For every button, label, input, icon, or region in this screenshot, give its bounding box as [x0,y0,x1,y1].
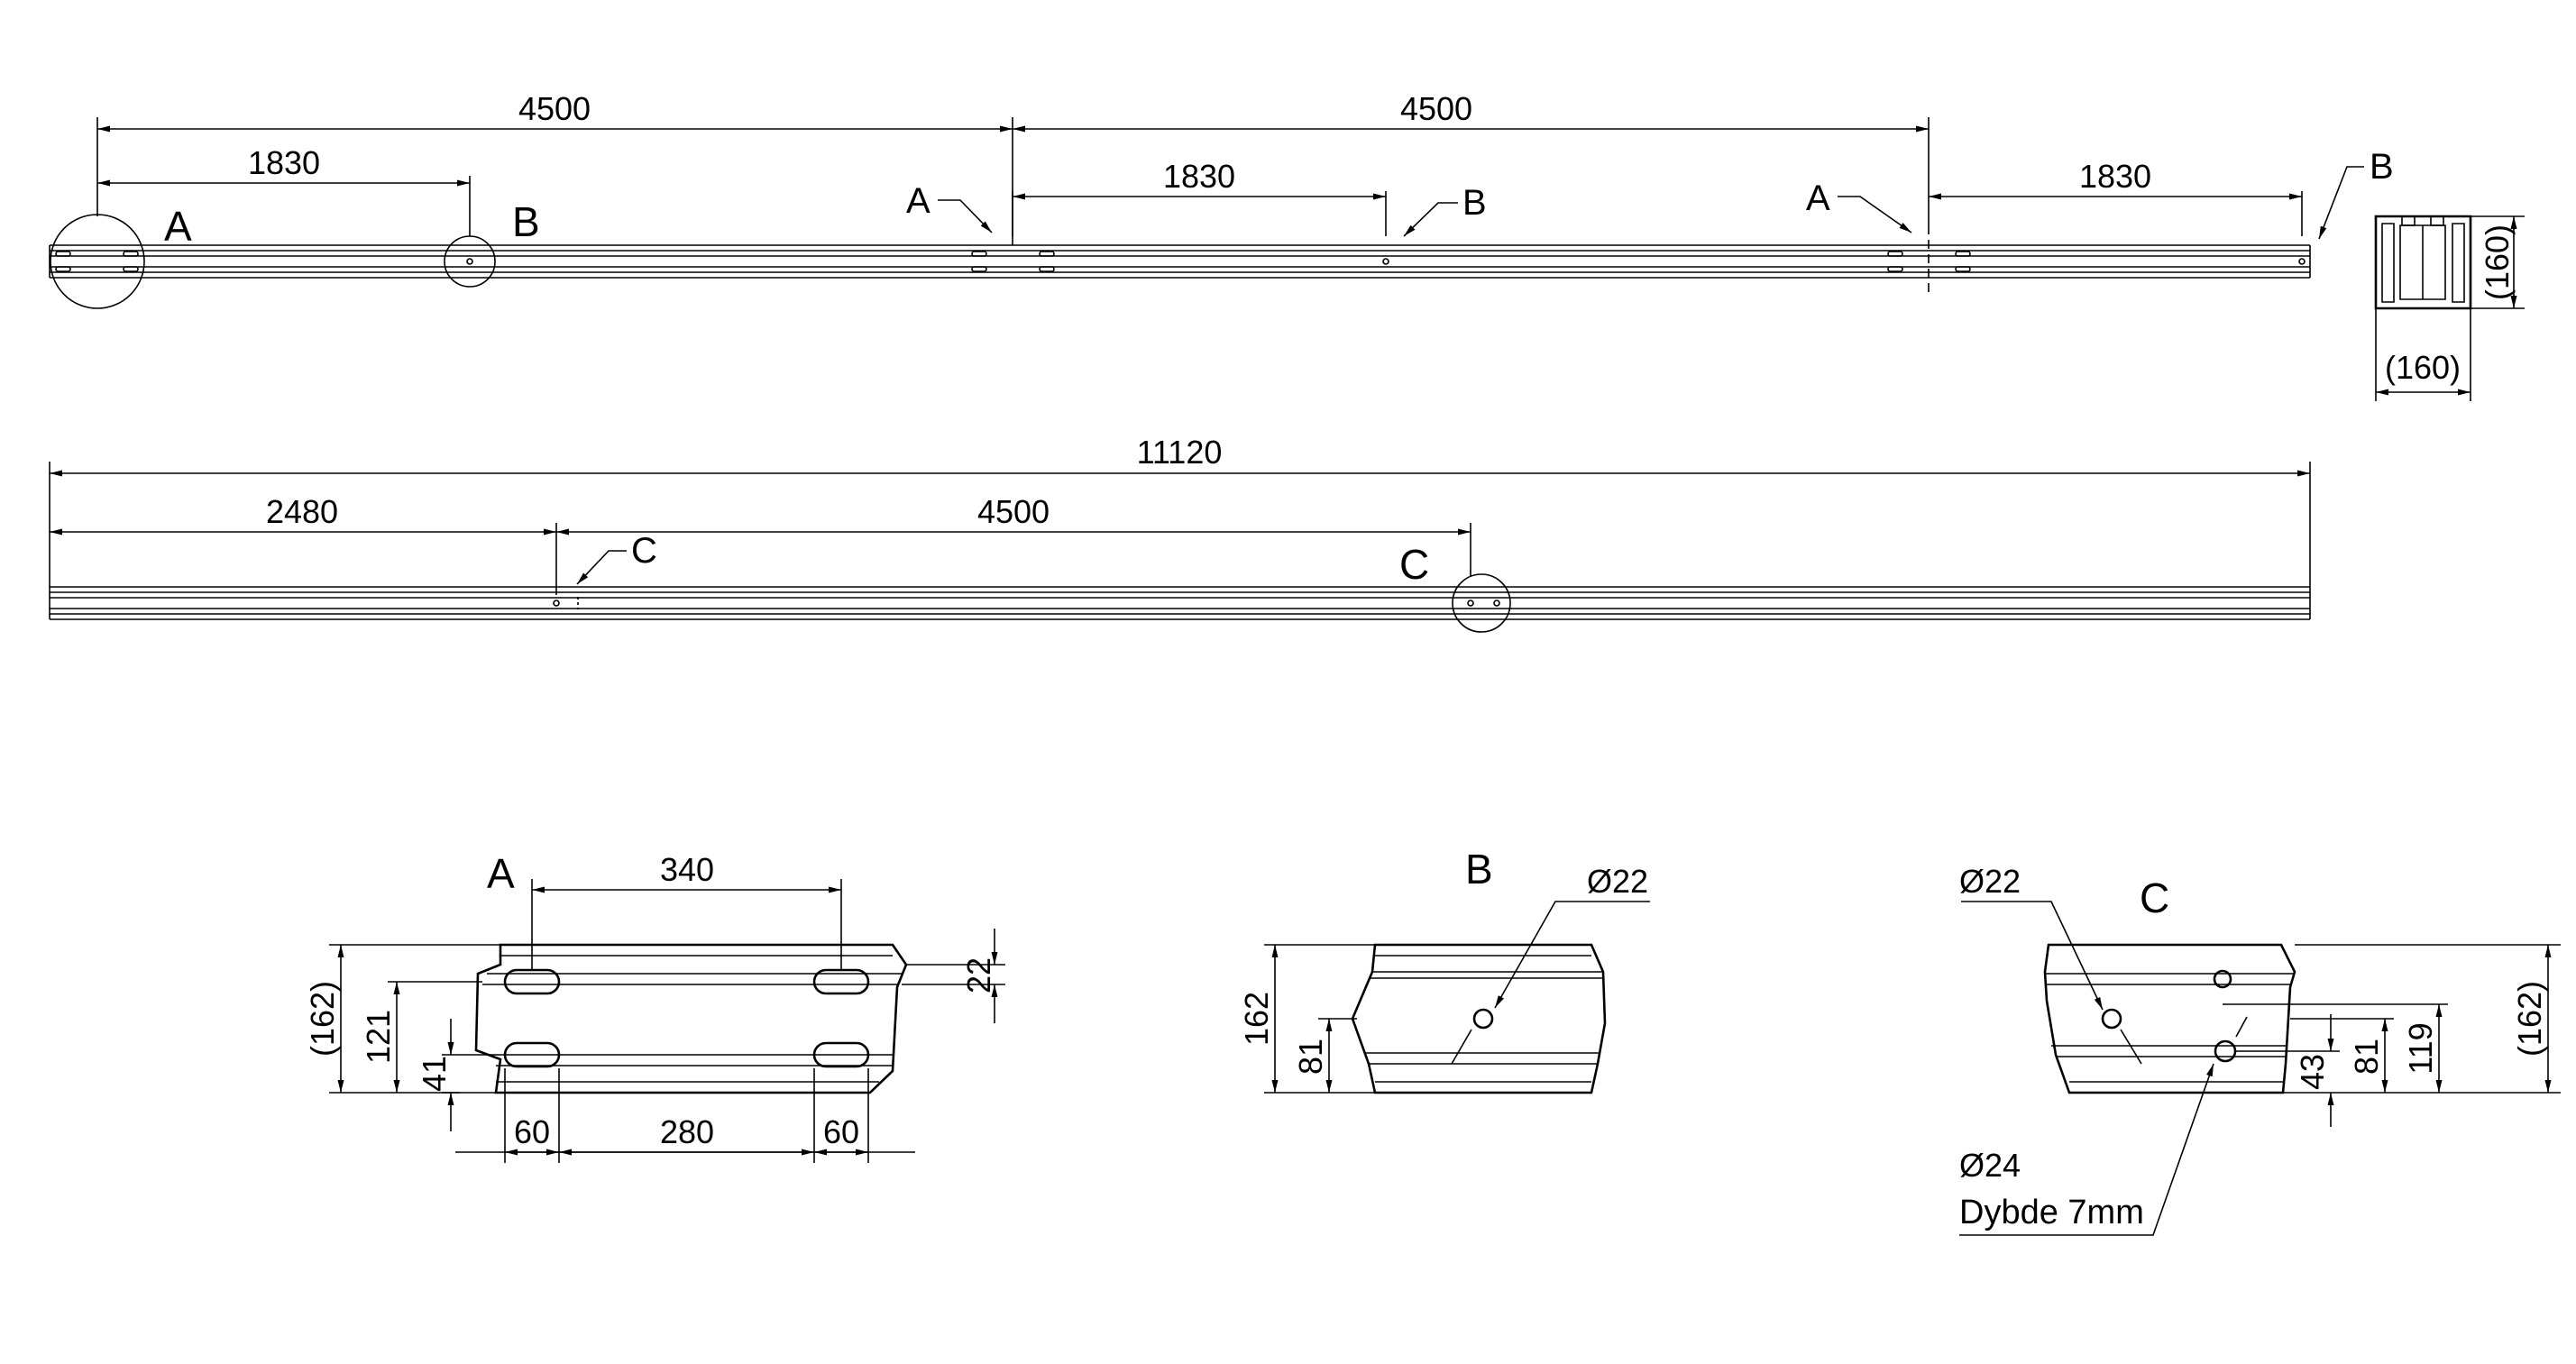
detail-b-diameter: Ø22 [1587,863,1648,900]
detail-a-dim-22: 22 [960,957,997,993]
section-height: (160) [2479,224,2516,300]
top-beam [49,244,2311,279]
detail-c-diameter-22: Ø22 [1959,863,2021,900]
dim-top-1830-left: 1830 [248,144,320,181]
detail-c-label: C [2140,874,2169,921]
detail-c-hole-top [2213,969,2232,989]
bottom-dimension-lines [50,470,2310,536]
callout-b-right: B [2370,147,2394,187]
detail-a-dim-121: 121 [360,1010,397,1064]
detail-a-dim-60-right: 60 [823,1113,859,1150]
detail-circle-b [444,235,496,288]
detail-c-dim-43: 43 [2294,1054,2331,1090]
detail-a-dim-280: 280 [660,1113,714,1150]
detail-a-dim-162: (162) [304,981,341,1057]
top-beam-slots [55,251,2306,272]
detail-a: A 340 22 [304,850,1005,1163]
cross-section: (160) (160) [2374,215,2525,401]
callout-b-left: B [512,198,540,245]
top-dimension-lines [97,125,2302,200]
callout-b-mid: B [1462,183,1487,223]
detail-circle-c [1452,573,1511,633]
detail-c-dim-119: 119 [2402,1022,2439,1074]
bottom-view: 11120 2480 4500 C C [49,434,2311,633]
section-width: (160) [2385,349,2461,386]
dim-bottom-2480: 2480 [266,493,338,530]
callout-a-right: A [1806,179,1830,218]
detail-a-label: A [487,850,515,897]
dim-bottom-4500: 4500 [977,493,1050,530]
detail-b-dim-162: 162 [1238,992,1275,1046]
top-view: 4500 1830 4500 1830 1830 A B A B A B [49,90,2394,309]
callout-a-left: A [164,203,192,250]
callout-c-small: C [631,531,657,571]
detail-b: B Ø22 162 81 [1238,846,1650,1094]
detail-a-dim-41: 41 [416,1056,453,1092]
detail-a-dim-340: 340 [660,851,714,888]
detail-c-depth-note: Dybde 7mm [1959,1194,2144,1231]
detail-a-dim-60-left: 60 [514,1113,550,1150]
bottom-extension-lines [49,462,2311,595]
detail-circle-a [50,214,145,309]
detail-c-diameter-24: Ø24 [1959,1147,2021,1184]
detail-b-dim-81: 81 [1292,1039,1329,1075]
detail-c-hole-24 [2214,1039,2237,1063]
callout-c-big: C [1399,541,1429,588]
top-extension-lines [96,117,2303,245]
detail-b-label: B [1465,846,1493,893]
bottom-beam [49,586,2311,620]
detail-c-hole-22 [2101,1008,2122,1030]
detail-a-slots [503,968,870,1068]
detail-c: C Ø22 Ø24 Dybde 7mm (162) 119 81 [1959,863,2561,1236]
detail-c-dim-81: 81 [2348,1039,2385,1075]
detail-b-hole [1472,1008,1494,1030]
dim-top-4500-right: 4500 [1400,90,1472,127]
dim-top-1830-mid: 1830 [1163,158,1235,195]
dim-top-4500-left: 4500 [518,90,591,127]
dim-top-1830-right: 1830 [2079,158,2151,195]
callout-a-mid: A [906,181,930,221]
dim-bottom-11120: 11120 [1137,434,1223,471]
detail-c-dim-162: (162) [2511,981,2548,1057]
